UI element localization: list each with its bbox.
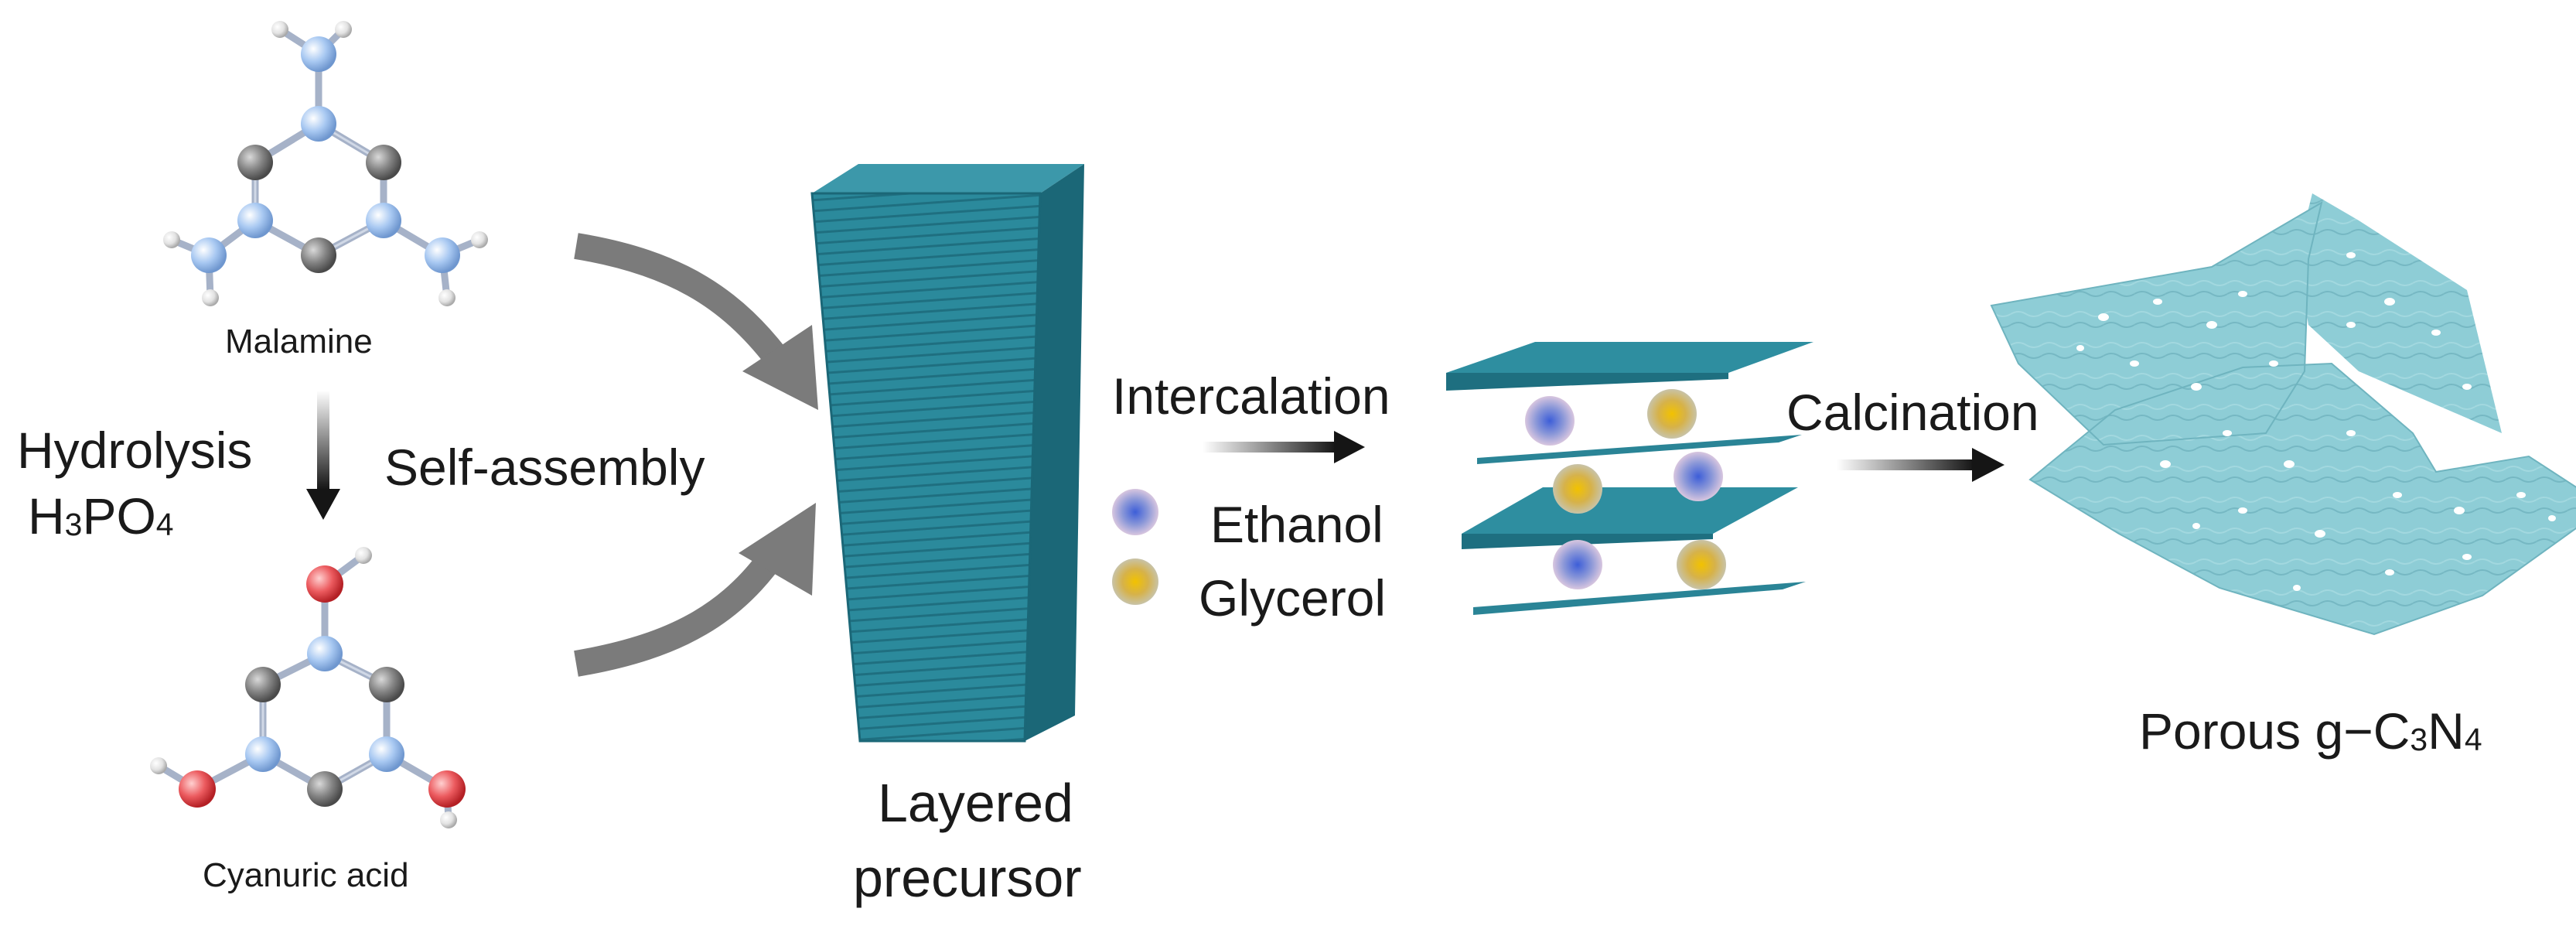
- porous-gc3n4-label: Porous g−C3N4: [2139, 702, 2482, 760]
- ethanol-label: Ethanol: [1210, 496, 1384, 553]
- hydrolysis-arrow: [306, 391, 340, 520]
- calcination-arrow: [1837, 448, 2005, 482]
- intercalated-layers: [1446, 342, 1813, 615]
- intercalation-arrow: [1203, 431, 1365, 463]
- layered-precursor-label-line2: precursor: [853, 848, 1082, 908]
- glycerol-molecule: [1553, 464, 1602, 514]
- glycerol-label: Glycerol: [1199, 569, 1387, 627]
- layered-precursor-block: [810, 164, 1084, 743]
- self-assembly-arrow-bottom: [574, 503, 816, 677]
- self-assembly-label: Self-assembly: [384, 439, 705, 496]
- cyanuric-acid-label: Cyanuric acid: [203, 856, 409, 894]
- porous-gc3n4-sheets: [1990, 193, 2576, 636]
- melamine-label: Malamine: [225, 323, 373, 360]
- intercalation-label: Intercalation: [1112, 367, 1390, 425]
- ethanol-molecule: [1674, 452, 1723, 501]
- cyanuric-acid-molecule: [150, 547, 466, 828]
- melamine-molecule: [163, 21, 488, 306]
- ethanol-legend-icon: [1112, 489, 1158, 535]
- glycerol-molecule: [1647, 389, 1697, 439]
- hydrolysis-label: Hydrolysis: [17, 422, 253, 479]
- self-assembly-arrow-top: [574, 233, 818, 410]
- ethanol-molecule: [1553, 540, 1602, 589]
- glycerol-legend-icon: [1112, 558, 1158, 605]
- layered-precursor-label-line1: Layered: [878, 773, 1073, 833]
- calcination-label: Calcination: [1786, 384, 2039, 441]
- glycerol-molecule: [1677, 540, 1726, 589]
- ethanol-molecule: [1525, 396, 1575, 446]
- h3po4-label: H3PO4: [28, 487, 174, 545]
